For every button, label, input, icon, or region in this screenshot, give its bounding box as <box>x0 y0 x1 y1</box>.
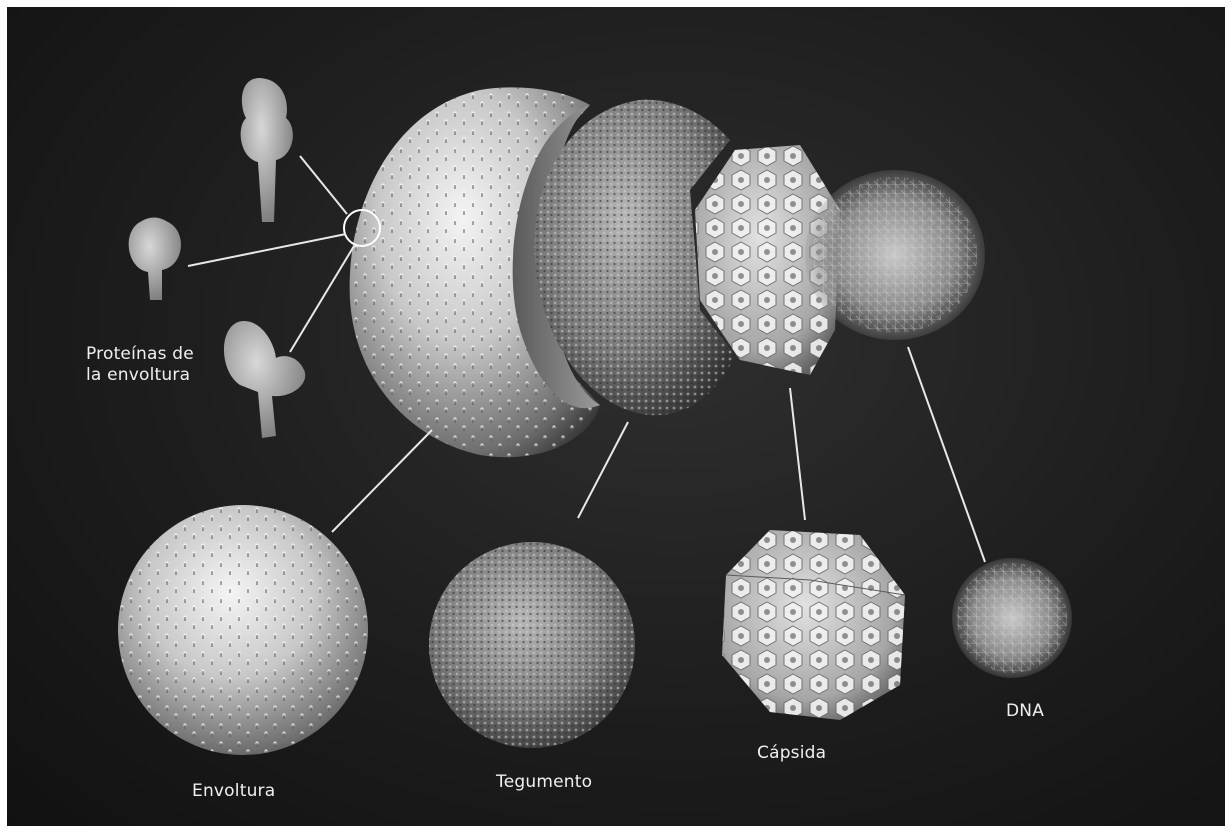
label-envelope: Envoltura <box>192 781 275 802</box>
leader-line-capsid <box>790 388 805 520</box>
leader-line-tegument <box>578 422 628 518</box>
label-envelope-proteins-line1: Proteínas de <box>86 344 194 365</box>
leader-line-dna <box>908 347 985 562</box>
label-envelope-proteins-line2: la envoltura <box>86 365 194 386</box>
tegument-sphere <box>429 542 635 748</box>
leader-line-protein-middle <box>188 234 346 266</box>
leader-line-protein-top <box>300 156 347 214</box>
label-tegument: Tegumento <box>496 772 592 793</box>
label-dna: DNA <box>1006 701 1044 722</box>
envelope-protein-middle <box>129 218 181 301</box>
envelope-protein-bottom <box>224 321 305 438</box>
label-envelope-proteins: Proteínas de la envoltura <box>86 344 194 386</box>
dna-cloud-exploded <box>805 170 985 340</box>
envelope-sphere <box>118 505 368 755</box>
capsid-icosahedron <box>722 530 905 720</box>
label-capsid: Cápsida <box>757 743 826 764</box>
dna-sphere <box>952 558 1072 678</box>
leader-line-envelope <box>332 430 432 532</box>
leader-line-protein-bottom <box>290 246 354 352</box>
dark-background-panel: Proteínas de la envoltura Envoltura Tegu… <box>7 7 1225 826</box>
envelope-protein-top <box>241 78 293 222</box>
